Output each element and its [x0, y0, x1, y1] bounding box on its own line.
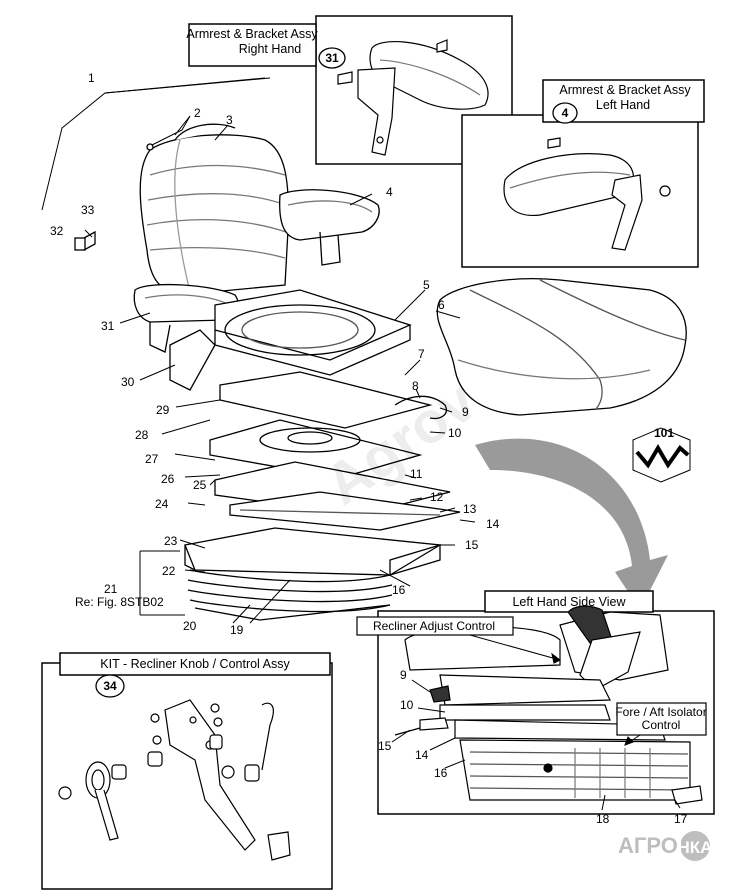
callout-1: 1	[88, 71, 95, 85]
symbol-101-label: 101	[654, 426, 674, 440]
callout-numbers: 1 2 3 4 5 6 7 8 9 10 11 12 13 14 15 16 1…	[50, 71, 500, 637]
recliner-kit-badge-number: 34	[103, 679, 117, 693]
leader-lines	[41, 77, 476, 624]
callout-20: 20	[183, 619, 197, 633]
seat-drawing	[74, 123, 687, 621]
recliner-kit-title-box	[59, 652, 331, 676]
watermark-text: АГРО	[618, 833, 678, 858]
panel-armrest-right: Armrest & Bracket Assy Right Hand 31	[186, 15, 513, 165]
callout-29: 29	[156, 403, 170, 417]
side-callout-17: 17	[674, 812, 688, 826]
callout-22: 22	[162, 564, 176, 578]
callout-6: 6	[438, 298, 445, 312]
side-view-title: Left Hand Side View	[512, 595, 626, 609]
isolator-label-line2: Control	[642, 718, 681, 732]
callout-3: 3	[226, 113, 233, 127]
seat-cushion	[436, 278, 687, 416]
armrest-left-title-line2: Left Hand	[596, 98, 650, 112]
armrest-right-badge	[318, 47, 346, 69]
callout-19: 19	[230, 623, 244, 637]
recliner-kit-title: KIT - Recliner Knob / Control Assy	[100, 657, 290, 671]
callout-16: 16	[392, 583, 406, 597]
callout-11: 11	[410, 467, 423, 481]
watermark-logo: АГРО НКА	[618, 831, 712, 861]
panel-recliner-kit: KIT - Recliner Knob / Control Assy 34	[41, 652, 333, 890]
callout-15: 15	[465, 538, 479, 552]
watermark-logo-text: НКА	[678, 838, 713, 857]
callout-24: 24	[155, 497, 169, 511]
side-callout-16: 16	[434, 766, 448, 780]
armrest-right-title-box	[188, 23, 317, 67]
callout-28: 28	[135, 428, 149, 442]
suspension-base	[184, 527, 443, 576]
callout-2: 2	[194, 106, 201, 120]
callout-9: 9	[462, 405, 469, 419]
callout-23: 23	[164, 534, 178, 548]
callout-27: 27	[145, 452, 159, 466]
armrest-right-title-line1: Armrest & Bracket Assy	[186, 27, 318, 41]
callout-25: 25	[193, 478, 207, 492]
seat-backrest	[139, 134, 290, 296]
callout-21: 21	[104, 582, 118, 596]
armrest-left-title-line1: Armrest & Bracket Assy	[559, 83, 691, 97]
recliner-adjust-label-box	[356, 616, 514, 636]
isolator-label-box	[616, 702, 707, 736]
symbol-101: 101	[632, 426, 691, 483]
panel-side-view: Left Hand Side View Recliner Adjus	[356, 590, 715, 826]
armrest-left-badge	[552, 102, 578, 124]
callout-33: 33	[81, 203, 95, 217]
recliner-kit-badge	[95, 674, 125, 698]
callout-26: 26	[161, 472, 175, 486]
armrest-right-title-line2: Right Hand	[239, 42, 302, 56]
isolator-label-line1: Fore / Aft Isolator	[615, 705, 706, 719]
armrest-left-badge-number: 4	[562, 106, 569, 120]
callout-4: 4	[386, 185, 393, 199]
callout-30: 30	[121, 375, 135, 389]
armrest-right-badge-number: 31	[325, 51, 339, 65]
callout-10: 10	[448, 426, 462, 440]
callout-14: 14	[486, 517, 500, 531]
side-callout-9: 9	[400, 668, 407, 682]
callout-31: 31	[101, 319, 115, 333]
recliner-adjust-label: Recliner Adjust Control	[373, 619, 495, 633]
callout-7: 7	[418, 347, 425, 361]
side-callout-15: 15	[378, 739, 392, 753]
side-callout-10: 10	[400, 698, 414, 712]
panel-armrest-left: Armrest & Bracket Assy Left Hand 4	[461, 79, 705, 268]
callout-12: 12	[430, 490, 444, 504]
side-callout-14: 14	[415, 748, 429, 762]
side-callout-18: 18	[596, 812, 610, 826]
callout-13: 13	[463, 502, 477, 516]
callout-5: 5	[423, 278, 430, 292]
callout-32: 32	[50, 224, 64, 238]
callout-8: 8	[412, 379, 419, 393]
armrest-right-part	[279, 189, 380, 241]
reference-note: Re: Fig. 8STB02	[75, 595, 164, 609]
